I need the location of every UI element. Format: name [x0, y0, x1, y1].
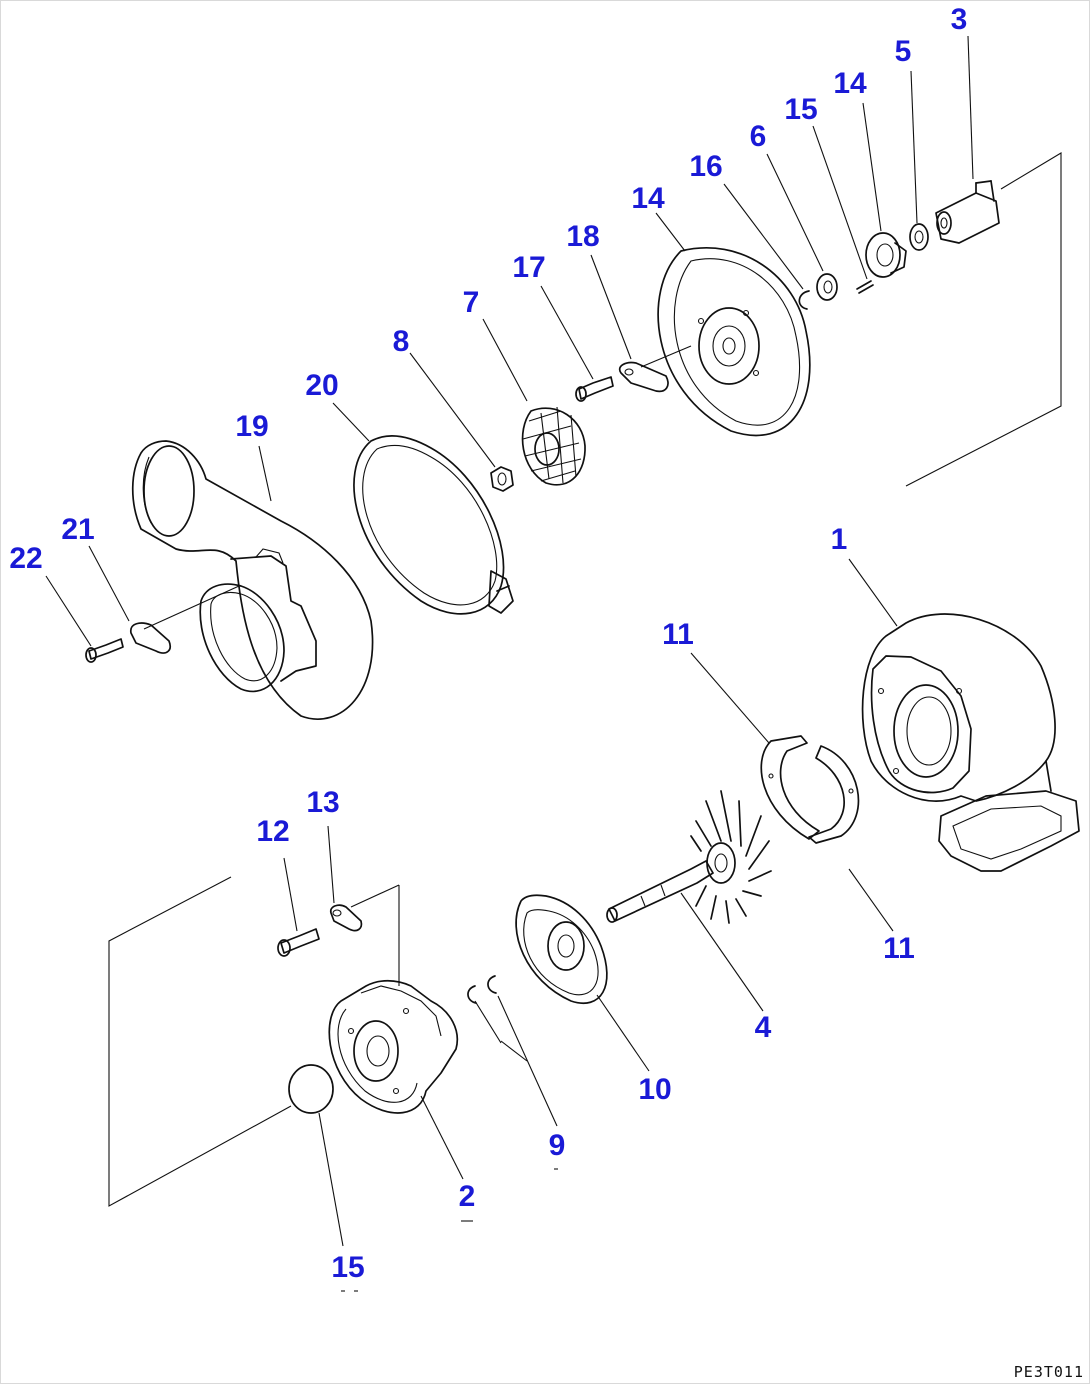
callout-4: 4 — [755, 1011, 772, 1044]
bracket-lower-left — [108, 876, 400, 1207]
callout-21: 19 — [235, 410, 268, 443]
callout-12: 12 — [256, 815, 289, 848]
part-24-bolt — [85, 638, 124, 663]
part-5-nut — [909, 223, 929, 251]
part-7-compressor-wheel — [521, 406, 586, 486]
callout-8: 8 — [393, 325, 410, 358]
callout-24: 22 — [9, 542, 42, 575]
part-19-bolt — [575, 376, 614, 402]
callout-10: 10 — [638, 1073, 671, 1106]
callout-1: 1 — [831, 523, 848, 556]
callout-14: 14 — [833, 67, 867, 100]
callout-19: 17 — [512, 251, 545, 284]
part-13-plate — [329, 904, 363, 932]
part-12-bolt — [277, 928, 320, 957]
callout-6: 6 — [750, 120, 767, 153]
callout-22: 20 — [305, 369, 338, 402]
callout-11-lower: 11 — [883, 932, 915, 965]
callout-17: 15 — [331, 1251, 364, 1284]
part-8-nut — [490, 466, 514, 492]
part-20-lock-plate — [618, 345, 692, 393]
part-18-snap-ring — [798, 290, 810, 310]
callout-9: 9 — [549, 1129, 566, 1162]
part-16-back-plate — [657, 246, 811, 437]
part-2-center-housing — [328, 979, 459, 1114]
callout-15: 15 — [784, 93, 817, 126]
part-17-o-ring — [288, 1064, 334, 1114]
callout-16: 14 — [631, 182, 665, 215]
part-22-clamp — [353, 435, 514, 615]
bracket-upper-right — [905, 152, 1062, 487]
callout-20: 18 — [566, 220, 599, 253]
part-3-sleeve — [935, 180, 1000, 244]
callout-5: 5 — [895, 35, 912, 68]
part-1-turbine-housing — [861, 613, 1080, 872]
callout-3: 3 — [951, 3, 968, 36]
callout-2: 2 — [459, 1180, 476, 1213]
part-23-plate — [130, 585, 240, 654]
part-6-thrust-ring — [816, 273, 838, 301]
part-9-snap-rings — [467, 975, 497, 1004]
part-4-turbine-shaft-wheel — [606, 790, 772, 924]
label-ticks — [341, 1168, 558, 1292]
leader-lines — [45, 35, 974, 1247]
part-10-heat-shield — [515, 894, 608, 1004]
callout-11-upper: 11 — [662, 618, 694, 651]
part-11-gaskets — [760, 735, 860, 844]
callout-7: 7 — [463, 286, 480, 319]
part-21-compressor-housing — [131, 440, 374, 720]
part-15-pin — [856, 280, 874, 294]
callout-23: 21 — [61, 513, 94, 546]
callout-labels: 3 5 14 15 6 16 14 18 17 7 8 20 19 21 22 … — [9, 3, 967, 1284]
drawing-code: PE3T011 — [1014, 1363, 1084, 1381]
callout-18: 16 — [689, 150, 722, 183]
part-14-thrust-collar — [865, 232, 907, 278]
callout-13: 13 — [306, 786, 339, 819]
